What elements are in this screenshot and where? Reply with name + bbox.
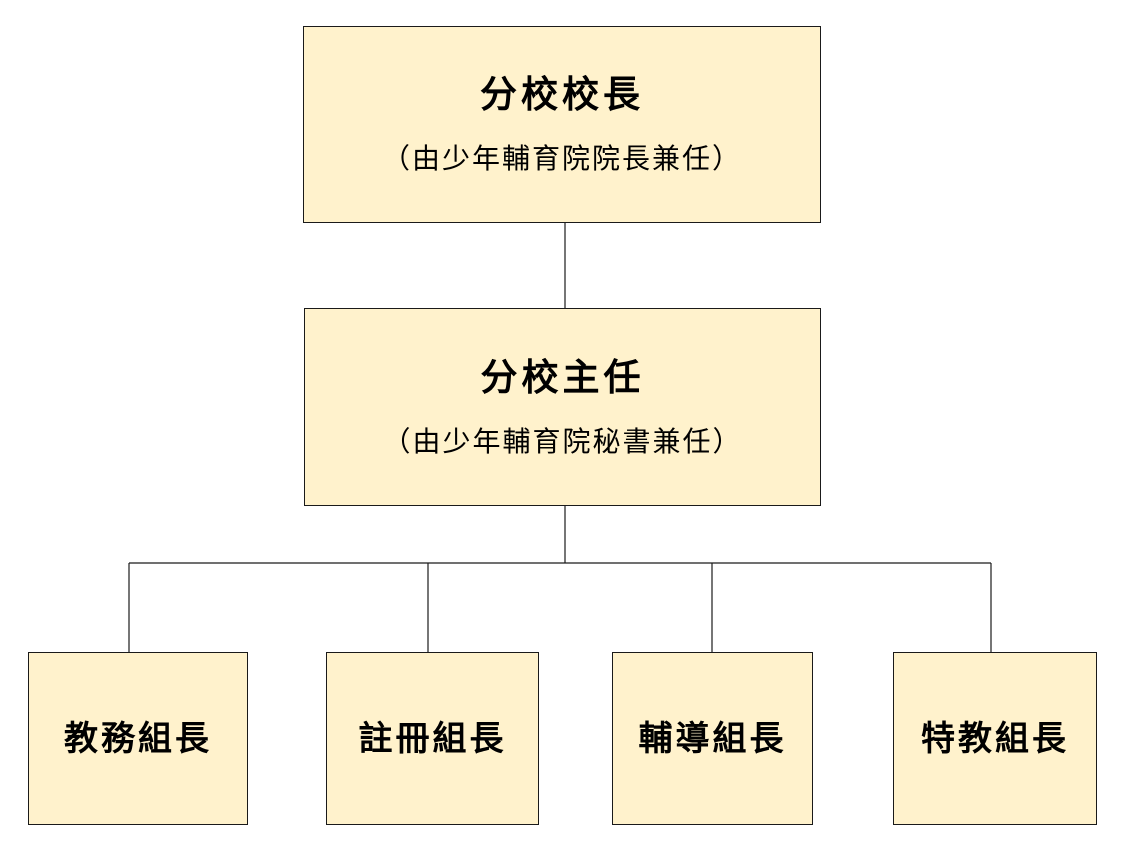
director-subtitle: （由少年輔育院秘書兼任） bbox=[382, 424, 743, 458]
section-box-special-education: 特教組長 bbox=[893, 652, 1097, 825]
section-box-academic-affairs: 教務組長 bbox=[28, 652, 248, 825]
principal-subtitle: （由少年輔育院院長兼任） bbox=[381, 142, 742, 175]
section-box-registration: 註冊組長 bbox=[326, 652, 539, 825]
section-box-counseling: 輔導組長 bbox=[612, 652, 813, 825]
principal-box: 分校校長 （由少年輔育院院長兼任） bbox=[303, 26, 821, 223]
director-box: 分校主任 （由少年輔育院秘書兼任） bbox=[304, 308, 821, 506]
principal-title: 分校校長 bbox=[480, 72, 644, 116]
director-title: 分校主任 bbox=[480, 354, 645, 399]
section-title-counseling: 輔導組長 bbox=[638, 718, 787, 759]
section-title-registration: 註冊組長 bbox=[358, 718, 507, 759]
section-title-academic-affairs: 教務組長 bbox=[64, 718, 212, 759]
section-title-special-education: 特教組長 bbox=[921, 718, 1069, 759]
